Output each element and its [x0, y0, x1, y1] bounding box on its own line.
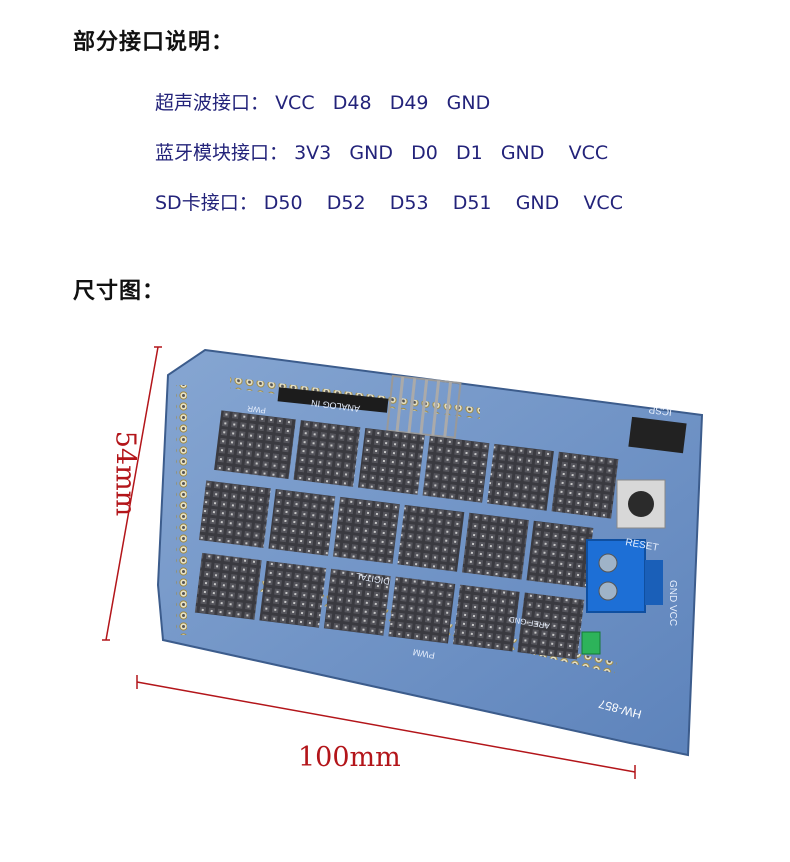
pin-band-bottom — [194, 552, 585, 660]
interface-heading: 部分接口说明： — [73, 30, 235, 55]
left-header-holes — [176, 385, 187, 635]
interface-line-bluetooth: 蓝牙模块接口： 3V3 GND D0 D1 GND VCC — [155, 138, 608, 165]
pin-label: D0 — [411, 142, 438, 164]
interface-name: SD卡接口： — [155, 192, 258, 214]
silk-pwr: PWR — [247, 404, 267, 415]
pin-label: VCC — [568, 142, 609, 164]
pin-label: D49 — [389, 92, 429, 114]
reset-button — [616, 479, 666, 529]
silk-icsp: ICSP — [648, 403, 673, 417]
icsp-header — [628, 416, 687, 454]
silk-pwm: PWM — [412, 647, 435, 661]
size-heading: 尺寸图： — [73, 279, 166, 304]
height-dimension-label: 54mm — [109, 430, 141, 517]
pin-label: GND — [349, 142, 393, 164]
interface-name: 超声波接口： — [155, 92, 270, 114]
pin-band-middle — [198, 480, 594, 588]
green-jumper — [581, 631, 601, 655]
pin-label: GND — [446, 92, 491, 114]
vertical-dimension-line — [102, 346, 162, 641]
pin-label: D52 — [326, 192, 366, 214]
pin-label: 3V3 — [294, 142, 332, 164]
interface-name: 蓝牙模块接口： — [155, 142, 289, 164]
power-terminal-block — [586, 539, 663, 613]
interface-line-ultrasonic: 超声波接口： VCC D48 D49 GND — [155, 88, 490, 115]
pin-label: VCC — [583, 192, 623, 214]
pin-label: GND — [515, 192, 560, 214]
pin-band-top — [214, 410, 619, 519]
sensor-shield-board-photo: RESET ICSP GND VCC HW-857 PWM DIGITAL AN… — [102, 346, 704, 779]
pin-label: D53 — [389, 192, 429, 214]
pin-label: D48 — [332, 92, 372, 114]
horizontal-dimension-line — [136, 675, 636, 779]
analog-header — [277, 387, 389, 413]
pin-label: D50 — [263, 192, 303, 214]
pin-label: VCC — [275, 92, 315, 114]
pin-label: D51 — [452, 192, 492, 214]
interface-line-sdcard: SD卡接口： D50 D52 D53 D51 GND VCC — [155, 188, 623, 215]
bent-pins — [385, 374, 462, 439]
width-dimension-label: 100mm — [298, 742, 401, 773]
pin-label: GND — [500, 142, 545, 164]
pin-label: D1 — [455, 142, 483, 164]
silk-gnd-vcc: GND VCC — [667, 580, 678, 626]
